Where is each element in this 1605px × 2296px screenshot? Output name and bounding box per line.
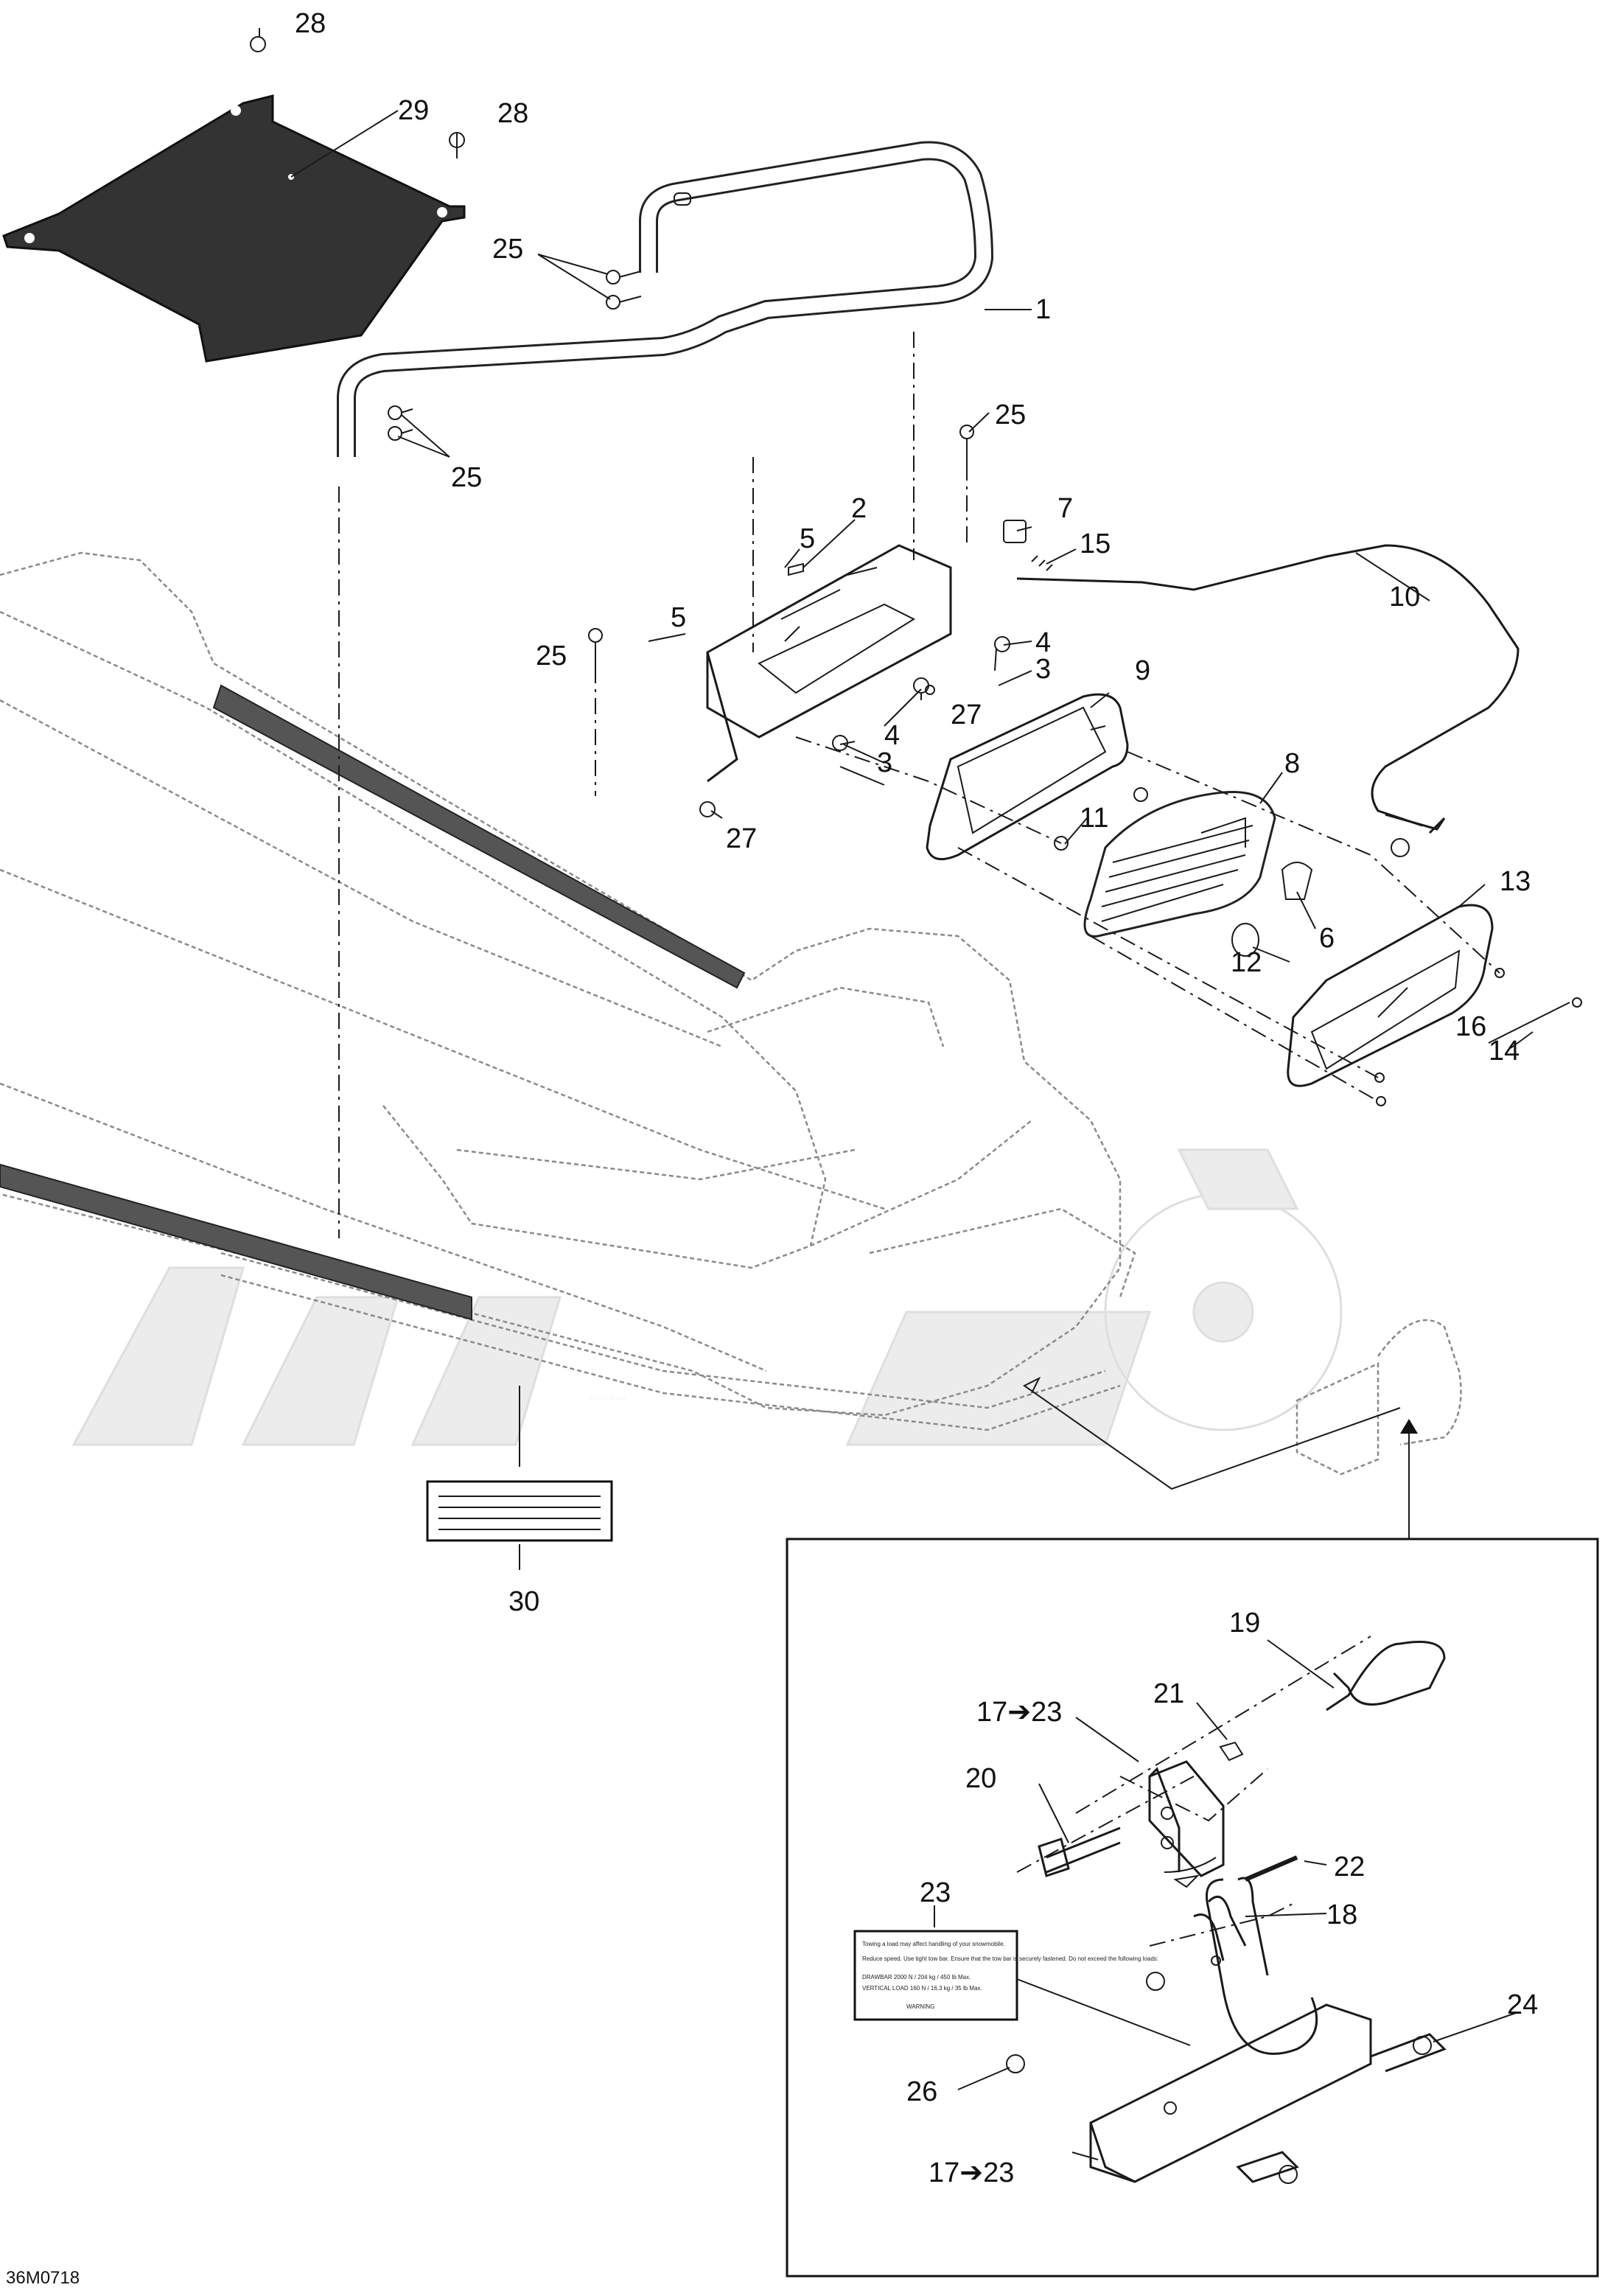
hitch-in-place bbox=[1023, 1319, 1462, 1490]
decal-line-1: Towing a load may affect handling of you… bbox=[862, 1941, 1005, 1947]
callout-26: 26 bbox=[906, 2076, 937, 2107]
track-strip bbox=[0, 684, 746, 1321]
decal-line-4: VERTICAL LOAD 160 N / 16.3 kg / 35 lb Ma… bbox=[862, 1985, 982, 1992]
spring-pin bbox=[1193, 1855, 1298, 1961]
callout-28a: 28 bbox=[295, 8, 326, 39]
callout-22: 22 bbox=[1334, 1852, 1365, 1882]
hitch-pin bbox=[1326, 1641, 1446, 1711]
callout-28b: 28 bbox=[497, 98, 528, 129]
snowmobile-body bbox=[0, 551, 1136, 1431]
diagram-code: 36M0718 bbox=[6, 2268, 80, 2288]
callout-3a: 3 bbox=[1035, 654, 1051, 685]
callout-29: 29 bbox=[398, 95, 429, 126]
hitch-base bbox=[1006, 1877, 1447, 2184]
callout-6: 6 bbox=[1319, 923, 1335, 954]
taillight-reflector bbox=[1083, 790, 1276, 938]
callout-1: 1 bbox=[1035, 294, 1051, 325]
watermark: ACHI Moto bbox=[71, 1148, 1343, 1446]
callouts: 28 29 28 25 1 25 25 2 5 5 7 15 10 4 3 25… bbox=[295, 8, 1538, 2188]
callout-2: 2 bbox=[851, 493, 867, 524]
callout-30: 30 bbox=[508, 1586, 539, 1617]
callout-23: 23 bbox=[920, 1877, 951, 1908]
callout-17a: 17➔23 bbox=[976, 1697, 1062, 1728]
callout-17b: 17➔23 bbox=[929, 2157, 1014, 2188]
callout-9: 9 bbox=[1135, 655, 1150, 686]
callout-11: 11 bbox=[1080, 803, 1108, 834]
grab-handle bbox=[337, 141, 994, 457]
taillight-bracket bbox=[648, 544, 1010, 817]
warning-decal: Towing a load may affect handling of you… bbox=[853, 1930, 1158, 2021]
callout-21: 21 bbox=[1153, 1678, 1184, 1709]
callout-15: 15 bbox=[1080, 528, 1111, 559]
warning-decal-30 bbox=[426, 1480, 613, 1542]
callout-5b: 5 bbox=[671, 602, 686, 633]
callout-20: 20 bbox=[965, 1763, 996, 1794]
decal-line-5: WARNING bbox=[906, 2003, 934, 2010]
handle-bolts bbox=[388, 270, 974, 667]
assembly-lines bbox=[338, 332, 1500, 1947]
callout-25a: 25 bbox=[492, 234, 523, 265]
leader-lines bbox=[259, 28, 1570, 2160]
callout-16: 16 bbox=[1455, 1011, 1486, 1042]
callout-24: 24 bbox=[1507, 1989, 1538, 2020]
cargo-mat bbox=[2, 36, 466, 363]
callout-7: 7 bbox=[1057, 493, 1073, 524]
callout-3b: 3 bbox=[877, 747, 892, 778]
wiring-harness bbox=[1003, 520, 1520, 957]
hitch-detail-box bbox=[786, 1419, 1599, 2278]
watermark-text: ACHI Moto bbox=[590, 1395, 626, 1403]
taillight-lens bbox=[1287, 904, 1582, 1106]
callout-19: 19 bbox=[1229, 1608, 1260, 1639]
callout-14: 14 bbox=[1489, 1036, 1520, 1067]
callout-4b: 4 bbox=[884, 720, 900, 751]
hitch-block bbox=[1148, 1741, 1244, 1888]
callout-13: 13 bbox=[1500, 866, 1531, 897]
callout-10: 10 bbox=[1389, 582, 1420, 613]
callout-25b: 25 bbox=[451, 462, 482, 493]
callout-27b: 27 bbox=[726, 823, 757, 854]
callout-8: 8 bbox=[1284, 748, 1300, 779]
callout-5a: 5 bbox=[800, 523, 815, 554]
callout-4a: 4 bbox=[1035, 627, 1051, 658]
callout-27a: 27 bbox=[951, 699, 982, 730]
callout-25d: 25 bbox=[536, 641, 567, 671]
callout-18: 18 bbox=[1326, 1899, 1357, 1930]
callout-25c: 25 bbox=[995, 399, 1026, 430]
callout-12: 12 bbox=[1231, 947, 1262, 978]
decal-line-3: DRAWBAR 2000 N / 204 kg / 450 lb Max. bbox=[862, 1974, 971, 1981]
decal-line-2: Reduce speed. Use tight tow bar. Ensure … bbox=[862, 1955, 1158, 1962]
bolt-20 bbox=[1038, 1826, 1121, 1877]
